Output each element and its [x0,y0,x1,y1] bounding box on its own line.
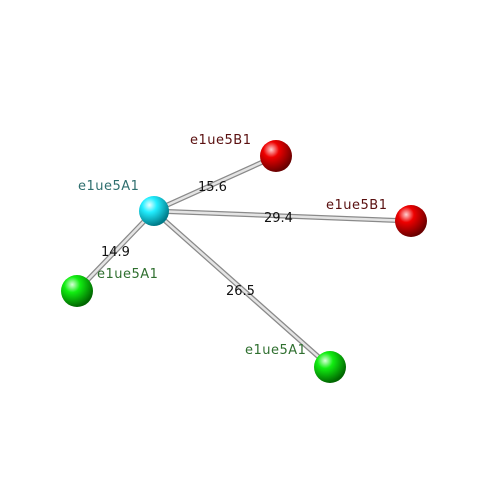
edge-center-red-right [151,208,414,224]
edge-label-center-green-left: 14.9 [101,245,130,260]
node-label-green-left: e1ue5A1 [97,267,158,282]
edge-label-center-red-right: 29.4 [264,211,293,226]
node-red-right-sphere[interactable] [395,205,427,237]
node-labels-layer: e1ue5A1 e1ue5B1 e1ue5B1 e1ue5A1 e1ue5A1 [78,133,387,358]
edge-center-green-left [74,208,157,294]
node-red-top-sphere[interactable] [260,140,292,172]
edge-center-green-bottom [151,208,333,370]
edge-label-center-green-bottom: 26.5 [226,284,255,299]
edges-layer [74,153,414,370]
node-green-bottom-sphere[interactable] [314,351,346,383]
edge-center-red-top [151,153,279,214]
node-label-red-top: e1ue5B1 [190,133,251,148]
node-label-green-bottom: e1ue5A1 [245,343,306,358]
node-label-red-right: e1ue5B1 [326,198,387,213]
node-green-left-sphere[interactable] [61,275,93,307]
nodes-layer [61,140,427,383]
edge-labels-layer: 15.6 29.4 14.9 26.5 [101,180,293,299]
node-center-sphere[interactable] [139,196,169,226]
edge-label-center-red-top: 15.6 [198,180,227,195]
node-label-center: e1ue5A1 [78,179,139,194]
